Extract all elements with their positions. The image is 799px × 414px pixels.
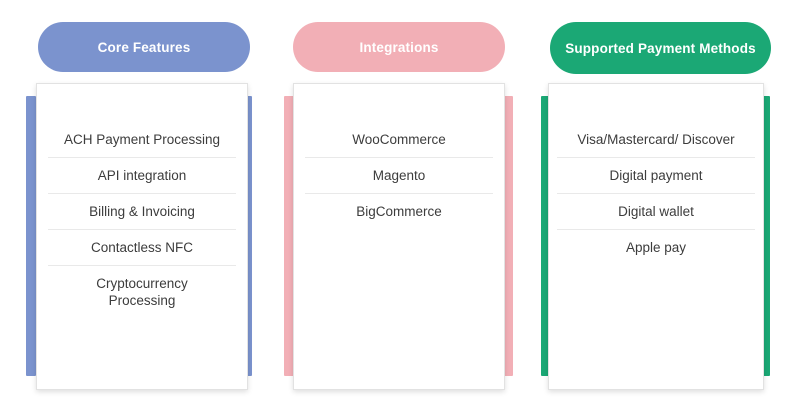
- column-header-integrations: Integrations: [293, 22, 505, 72]
- list-item: Apple pay: [625, 240, 687, 255]
- column-header-supported-payment-methods: Supported Payment Methods: [550, 22, 771, 74]
- item-list-integrations: WooCommerce Magento BigCommerce: [294, 122, 504, 229]
- accent-bar-left-core-features: [26, 96, 36, 376]
- list-item: BigCommerce: [356, 204, 442, 219]
- list-item: Visa/Mastercard/ Discover: [557, 122, 755, 158]
- card-integrations: WooCommerce Magento BigCommerce: [293, 83, 505, 390]
- column-header-core-features: Core Features: [38, 22, 250, 72]
- accent-bar-left-integrations: [284, 96, 294, 376]
- accent-bar-right-supported-payment-methods: [760, 96, 770, 376]
- list-item: API integration: [48, 158, 236, 194]
- list-item: Digital payment: [557, 158, 755, 194]
- list-item: ACH Payment Processing: [48, 122, 236, 158]
- list-item: Digital wallet: [557, 194, 755, 230]
- item-list-core-features: ACH Payment Processing API integration B…: [37, 122, 247, 318]
- card-core-features: ACH Payment Processing API integration B…: [36, 83, 248, 390]
- list-item: Billing & Invoicing: [48, 194, 236, 230]
- accent-bar-right-integrations: [503, 96, 513, 376]
- card-supported-payment-methods: Visa/Mastercard/ Discover Digital paymen…: [548, 83, 764, 390]
- list-item: Contactless NFC: [48, 230, 236, 266]
- item-list-supported-payment-methods: Visa/Mastercard/ Discover Digital paymen…: [549, 122, 763, 265]
- list-item: Cryptocurrency Processing: [96, 276, 188, 308]
- accent-bar-left-supported-payment-methods: [541, 96, 551, 376]
- list-item: Magento: [305, 158, 493, 194]
- list-item: WooCommerce: [305, 122, 493, 158]
